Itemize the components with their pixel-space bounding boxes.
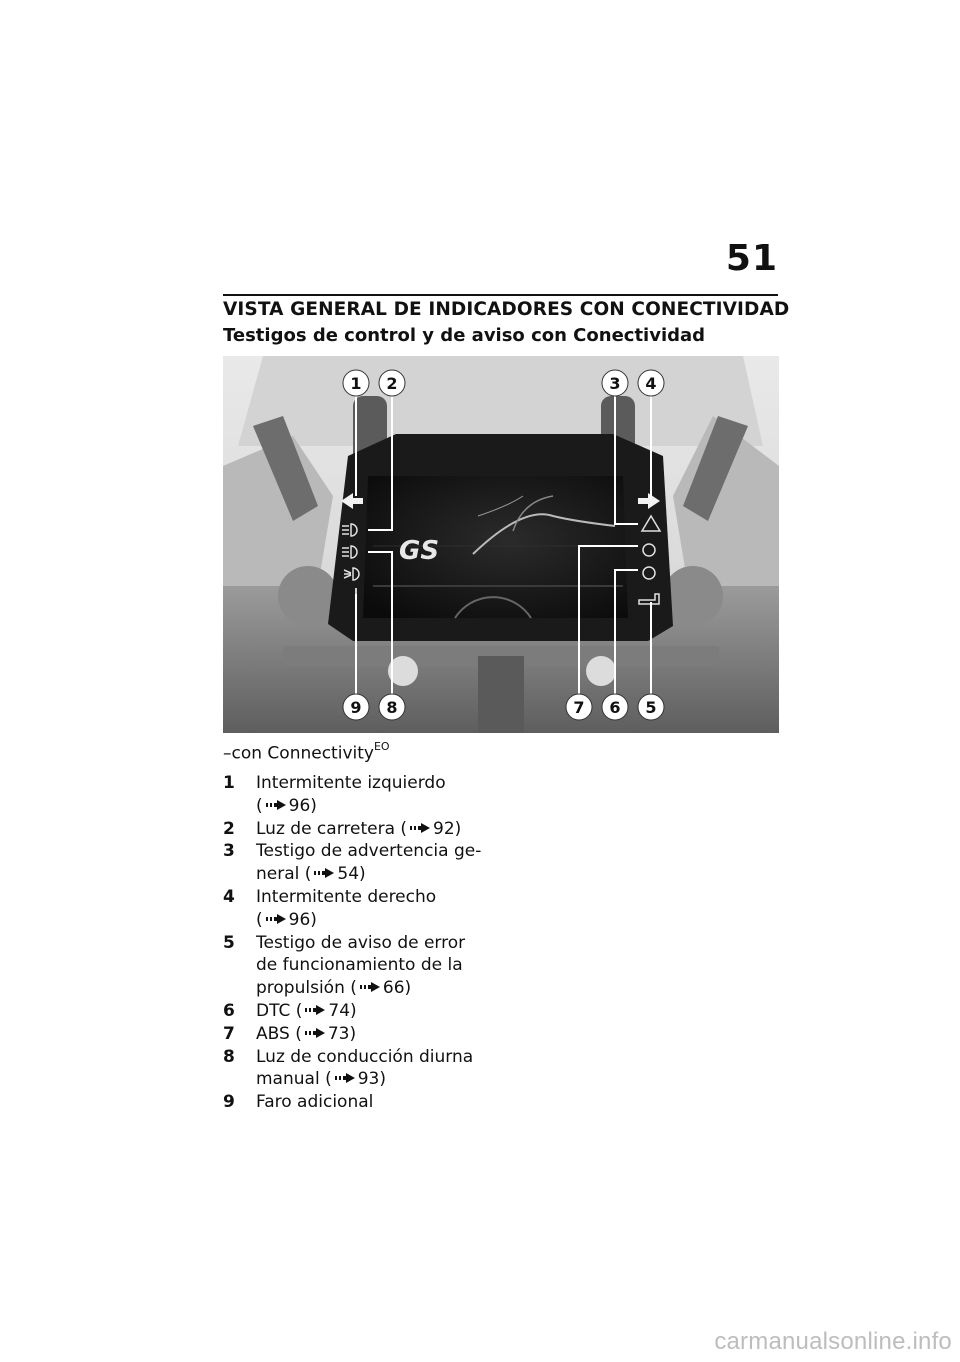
subtitle: Testigos de control y de aviso con Conec… — [223, 325, 706, 346]
legend-page-ref: 74) — [328, 1000, 357, 1021]
page-reference-arrow-icon — [265, 799, 286, 810]
callout-4: 4 — [637, 369, 665, 397]
page-number: 51 — [725, 238, 778, 279]
legend-description: Intermitente derecho ( — [256, 886, 437, 930]
svg-text:1: 1 — [350, 374, 361, 393]
legend-description: Intermitente izquierdo ( — [256, 773, 446, 816]
page-reference-arrow-icon — [410, 822, 431, 833]
left-turn-indicator-icon — [341, 493, 363, 509]
cluster-illustration: GS 1 2 3 — [223, 356, 779, 733]
legend-description: ABS ( — [256, 1023, 302, 1044]
legend-description: Luz de carretera ( — [256, 818, 408, 839]
legend-page-ref: 96) — [288, 795, 317, 816]
callout-2: 2 — [378, 369, 406, 397]
legend-text: Testigo de advertencia ge- neral (54) — [256, 840, 481, 886]
callout-7: 7 — [565, 693, 593, 721]
legend-page-ref: 96) — [288, 909, 317, 930]
legend-number: 7 — [223, 1023, 235, 1044]
section-title: VISTA GENERAL DE INDICADORES CON CONECTI… — [223, 299, 790, 320]
variant-text: –con Connectivity — [223, 743, 374, 764]
legend-description: DTC ( — [256, 1000, 303, 1021]
legend-description: Faro adicional — [256, 1092, 374, 1113]
page-reference-arrow-icon — [359, 982, 380, 993]
svg-text:3: 3 — [609, 374, 620, 393]
callout-3: 3 — [601, 369, 629, 397]
legend-number: 8 — [223, 1046, 235, 1067]
svg-text:9: 9 — [350, 698, 361, 717]
dtc-icon — [642, 566, 656, 580]
variant-label: –con ConnectivityEO — [223, 740, 390, 764]
legend-page-ref: 73) — [327, 1023, 357, 1044]
legend-item: 2 Luz de carretera ( 92) — [223, 818, 523, 841]
legend-text: ABS ( 73) — [256, 1023, 356, 1046]
legend-text: DTC ( 74) — [256, 1000, 357, 1023]
page-reference-arrow-icon — [314, 868, 335, 879]
legend-description: Testigo de advertencia ge- neral ( — [256, 841, 482, 885]
legend-item: 5 Testigo de aviso de error de funcionami… — [223, 932, 523, 1000]
legend-item: 8 Luz de conducción diurna manual (93) — [223, 1046, 523, 1092]
callout-9: 9 — [342, 693, 370, 721]
callout-6: 6 — [601, 693, 629, 721]
legend-number: 5 — [223, 932, 235, 953]
svg-text:2: 2 — [386, 374, 397, 393]
legend-number: 1 — [223, 773, 235, 793]
instrument-cluster-figure: GS 1 2 3 — [223, 356, 779, 733]
general-warning-icon — [640, 514, 662, 532]
legend-number: 2 — [223, 818, 235, 839]
page-reference-arrow-icon — [334, 1073, 355, 1084]
legend-number: 9 — [223, 1092, 235, 1113]
gs-logo: GS — [399, 536, 439, 566]
legend-text: Faro adicional — [256, 1091, 373, 1114]
page-reference-arrow-icon — [304, 1027, 325, 1038]
legend-number: 4 — [223, 886, 235, 907]
legend-text: Intermitente izquierdo (96) — [256, 772, 446, 818]
legend-description: Testigo de aviso de error de funcionamie… — [256, 932, 466, 999]
legend-number: 6 — [223, 1000, 235, 1021]
auxiliary-light-icon — [343, 567, 360, 581]
callout-8: 8 — [378, 693, 406, 721]
legend-item: 3 Testigo de advertencia ge- neral (54) — [223, 840, 523, 886]
svg-text:6: 6 — [609, 698, 620, 717]
legend-item: 1 Intermitente izquierdo (96) — [223, 772, 523, 818]
legend-description: Luz de conducción diurna manual ( — [256, 1046, 474, 1090]
legend-text: Testigo de aviso de error de funcionamie… — [256, 932, 465, 1000]
legend-page-ref: 92) — [433, 818, 462, 839]
right-turn-indicator-icon — [638, 493, 660, 509]
abs-icon — [642, 543, 656, 557]
page-reference-arrow-icon — [305, 1004, 326, 1015]
legend-text: Luz de conducción diurna manual (93) — [256, 1046, 473, 1092]
legend-page-ref: 54) — [337, 864, 366, 885]
svg-text:7: 7 — [573, 698, 584, 717]
legend-item: 4 Intermitente derecho (96) — [223, 886, 523, 932]
legend-item: 6 DTC ( 74) — [223, 1000, 523, 1023]
section-rule — [223, 294, 778, 296]
svg-text:5: 5 — [645, 698, 656, 717]
legend-number: 3 — [223, 841, 235, 862]
legend-item: 7 ABS ( 73) — [223, 1023, 523, 1046]
legend-text: Luz de carretera ( 92) — [256, 818, 461, 841]
daytime-running-light-icon — [342, 545, 358, 559]
high-beam-icon — [342, 523, 358, 537]
svg-text:8: 8 — [386, 698, 397, 717]
legend-page-ref: 66) — [382, 978, 412, 999]
variant-code: EO — [373, 740, 390, 753]
watermark: carmanualsonline.info — [714, 1328, 952, 1355]
callout-5: 5 — [637, 693, 665, 721]
legend-page-ref: 93) — [357, 1069, 386, 1090]
page-reference-arrow-icon — [265, 913, 286, 924]
legend-text: Intermitente derecho (96) — [256, 886, 436, 932]
callout-1: 1 — [342, 369, 370, 397]
svg-text:4: 4 — [645, 374, 656, 393]
engine-malfunction-icon — [638, 593, 660, 605]
legend-item: 9 Faro adicional — [223, 1091, 523, 1114]
